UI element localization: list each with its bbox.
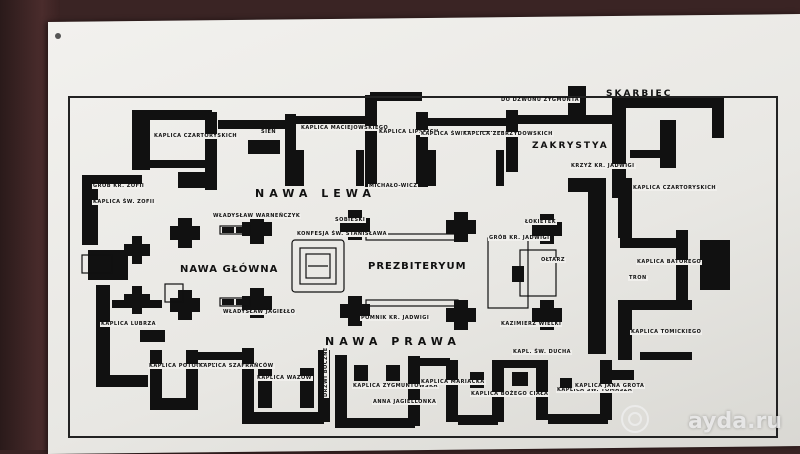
label-anna-jagiellonka: ANNA JAGIELLONKA — [372, 399, 438, 405]
label-kapl-sw-ducha: KAPL. ŚW. DUCHA — [512, 349, 573, 355]
plan-border — [68, 96, 778, 438]
label-kaplica-sw-zofii: KAPLICA ŚW. ZOFII — [92, 199, 156, 205]
label-michalowicz: MICHAŁO-WICZ — [368, 183, 419, 189]
label-kaplica-szafrancow: KAPLICA SZAFRAŃCÓW — [198, 363, 275, 369]
label-wl-warnenczyk: WŁADYSŁAW WARNEŃCZYK — [212, 213, 302, 219]
label-nawa-lewa: NAWA LEWA — [255, 187, 376, 200]
label-kaplica-wazow: KAPLICA WAZÓW — [256, 375, 313, 381]
label-sobieski: SOBIESKI — [334, 217, 367, 223]
label-pomnik-kr-jadwigi: POMNIK KR. JADWIGI — [360, 315, 431, 321]
label-kaplica-czartoryskich: KAPLICA CZARTORYSKICH — [153, 133, 239, 139]
label-zakrystya: ZAKRYSTYA — [532, 141, 609, 151]
ayda-logo-icon — [621, 405, 649, 433]
label-prezbiterium: PREZBITERYUM — [368, 261, 467, 272]
watermark: ayda.ru — [688, 409, 782, 434]
label-lokietek: ŁOKIETEK — [524, 219, 558, 225]
label-kaplica-potockich: KAPLICA POTOCKICH — [148, 363, 218, 369]
label-dzwonnica: DO DZWONU ZYGMUNTA — [500, 97, 581, 103]
label-kaplica-jana-grota: KAPLICA JANA GROTA — [574, 383, 646, 389]
label-kaplica-maciejowskiego: KAPLICA MACIEJOWSKIEGO — [300, 125, 390, 131]
label-konfesja: KONFESJA ŚW. STANISŁAWA — [296, 231, 388, 237]
label-sien: SIEŃ — [260, 129, 278, 135]
label-kaplica-sw-tomasza: KAPLICA ŚW. TOMASZA — [556, 387, 634, 393]
label-grob-kr-zofii: GRÓB KR. ZOFII — [92, 183, 146, 189]
label-kaplica-bozego-ciala: KAPLICA BOŻEGO CIAŁA — [470, 391, 550, 397]
label-krzyz-kr-jadwigi: KRZYŻ KR. JADWIGI — [570, 163, 636, 169]
label-kazimierz-wielki: KAZIMIERZ WIELKI — [500, 321, 563, 327]
label-kaplica-mariacka: KAPLICA MARIACKA — [420, 379, 486, 385]
label-skarbiec: SKARBIEC — [606, 89, 673, 99]
label-kaplica-tomickiego: KAPLICA TOMICKIEGO — [630, 329, 703, 335]
label-tron: TRON — [628, 275, 648, 281]
label-kaplica-zygmuntowska: KAPLICA ZYGMUNTOWSKA — [352, 383, 439, 389]
label-kaplica-czartoryskich-e: KAPLICA CZARTORYSKICH — [632, 185, 718, 191]
label-wl-jagiello: WŁADYSŁAW JAGIEŁŁO — [222, 309, 297, 315]
label-kaplica-zebrzydowskich: KAPLICA ZEBRZYDOWSKICH — [462, 131, 554, 137]
label-grob-kr-jadwigi: GRÓB KR. JADWIGI — [488, 235, 551, 241]
pin-hole — [55, 33, 61, 39]
label-oltarz: OŁTARZ — [540, 257, 567, 263]
label-kaplica-lipskich: KAPLICA LIPSKICH — [378, 129, 440, 135]
label-drzwi-boczne: DRZWI BOCZNE — [323, 346, 329, 398]
label-kaplica-lubrza: KAPLICA LUBRZA — [100, 321, 157, 327]
label-nawa-glowna: NAWA GŁÓWNA — [180, 264, 279, 275]
label-nawa-prawa: NAWA PRAWA — [325, 335, 461, 348]
label-kaplica-batorego: KAPLICA BATOREGO — [636, 259, 703, 265]
